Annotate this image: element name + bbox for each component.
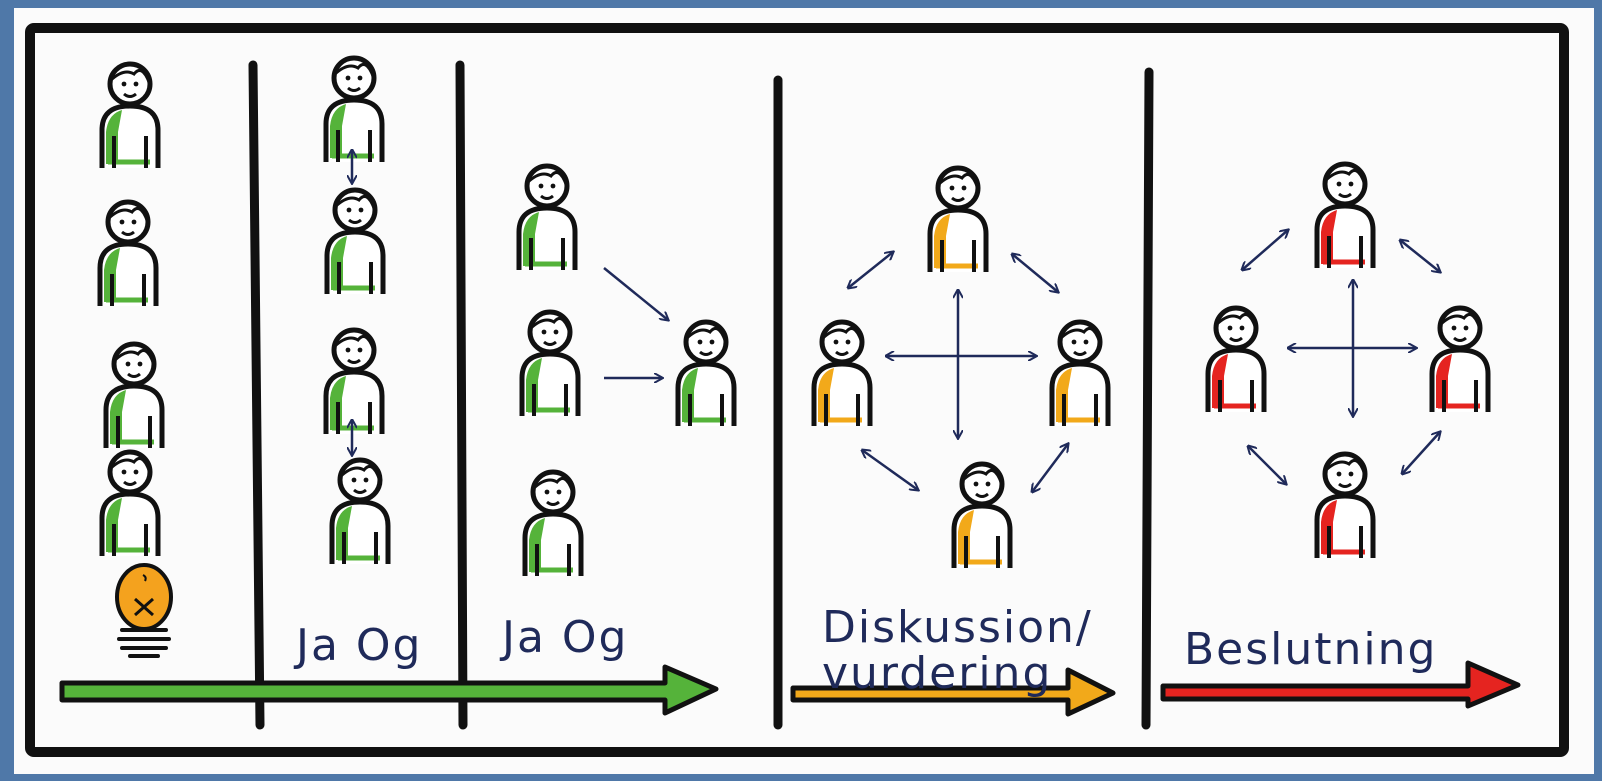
connector-arrow-15 <box>1248 446 1286 484</box>
stage-label-diskussion: Diskussion/ <box>822 602 1093 653</box>
person-diskussion-2 <box>811 319 873 426</box>
connector-arrow-13 <box>1242 230 1288 270</box>
divider-1 <box>248 60 265 730</box>
person-ja-og-merge-1 <box>516 163 578 270</box>
person-beslutning-4 <box>1314 451 1376 558</box>
stage-label-ja-og-2: Ja Og <box>499 612 629 663</box>
person-idea-3 <box>103 341 165 448</box>
stage-label-ja-og-1: Ja Og <box>293 620 423 671</box>
person-ja-og-pairs-1 <box>323 55 385 162</box>
divider-2 <box>455 60 468 730</box>
connector-arrow-7 <box>848 252 893 288</box>
connector-arrow-9 <box>862 450 918 490</box>
person-ja-og-merge-3 <box>522 469 584 576</box>
person-beslutning-3 <box>1429 305 1491 412</box>
person-ja-og-pairs-2 <box>324 187 386 294</box>
people-layer <box>97 55 1491 576</box>
person-beslutning-1 <box>1314 161 1376 268</box>
person-ja-og-pairs-3 <box>323 327 385 434</box>
person-idea-2 <box>97 199 159 306</box>
person-diskussion-1 <box>927 165 989 272</box>
person-beslutning-2 <box>1205 305 1267 412</box>
person-diskussion-4 <box>951 461 1013 568</box>
connector-arrow-16 <box>1402 432 1440 474</box>
orange-arrow <box>790 667 1116 717</box>
board-background <box>14 8 1594 774</box>
person-idea-1 <box>99 61 161 168</box>
person-diskussion-3 <box>1049 319 1111 426</box>
person-ja-og-merge-4 <box>675 319 737 426</box>
divider-4 <box>1141 67 1154 730</box>
person-idea-4 <box>99 449 161 556</box>
person-ja-og-merge-2 <box>519 309 581 416</box>
lightbulb-icon <box>115 563 173 658</box>
stage-label-vurdering: vurdering <box>822 648 1052 699</box>
connector-arrow-8 <box>1012 254 1058 292</box>
connector-arrows <box>352 150 1440 492</box>
board-frame <box>25 23 1569 757</box>
green-arrow <box>59 664 719 716</box>
connector-arrow-10 <box>1032 444 1068 492</box>
connector-arrow-14 <box>1400 240 1440 272</box>
person-ja-og-pairs-4 <box>329 457 391 564</box>
connector-arrow-3 <box>603 267 668 320</box>
stage-dividers <box>248 60 1154 730</box>
stage-label-beslutning: Beslutning <box>1184 624 1437 675</box>
red-arrow <box>1160 660 1521 709</box>
